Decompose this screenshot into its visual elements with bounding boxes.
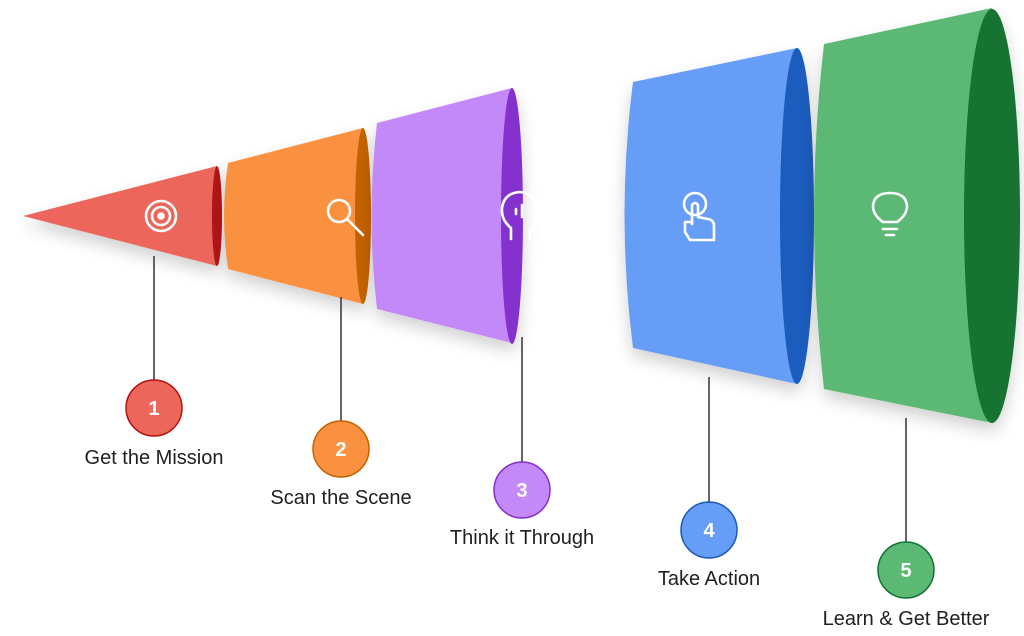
funnel-segment-2	[224, 128, 371, 304]
step-badge-2: 2	[312, 420, 370, 478]
step-label-5: Learn & Get Better	[823, 608, 990, 630]
step-label-2: Scan the Scene	[270, 487, 411, 509]
step-badge-5: 5	[877, 541, 935, 599]
funnel-segment-4	[624, 48, 814, 384]
step-label-3: Think it Through	[450, 527, 594, 549]
svg-text:4: 4	[703, 520, 715, 542]
hand-tap-icon	[682, 191, 716, 242]
step-badge-4: 4	[680, 501, 738, 559]
funnel-segment-1	[23, 166, 222, 266]
funnel-segment-5	[814, 8, 1020, 423]
target-icon	[144, 199, 178, 233]
funnel-segment-3	[371, 88, 523, 344]
step-label-1: Get the Mission	[85, 447, 224, 469]
head-thinking-icon	[500, 190, 541, 241]
lightbulb-icon	[871, 191, 909, 237]
svg-text:1: 1	[148, 398, 159, 420]
svg-text:3: 3	[516, 480, 527, 502]
step-label-4: Take Action	[658, 568, 760, 590]
svg-text:5: 5	[900, 560, 911, 582]
step-badge-1: 1	[125, 379, 183, 437]
search-icon	[326, 198, 365, 237]
step-badge-3: 3	[493, 461, 551, 519]
svg-text:2: 2	[335, 439, 346, 461]
